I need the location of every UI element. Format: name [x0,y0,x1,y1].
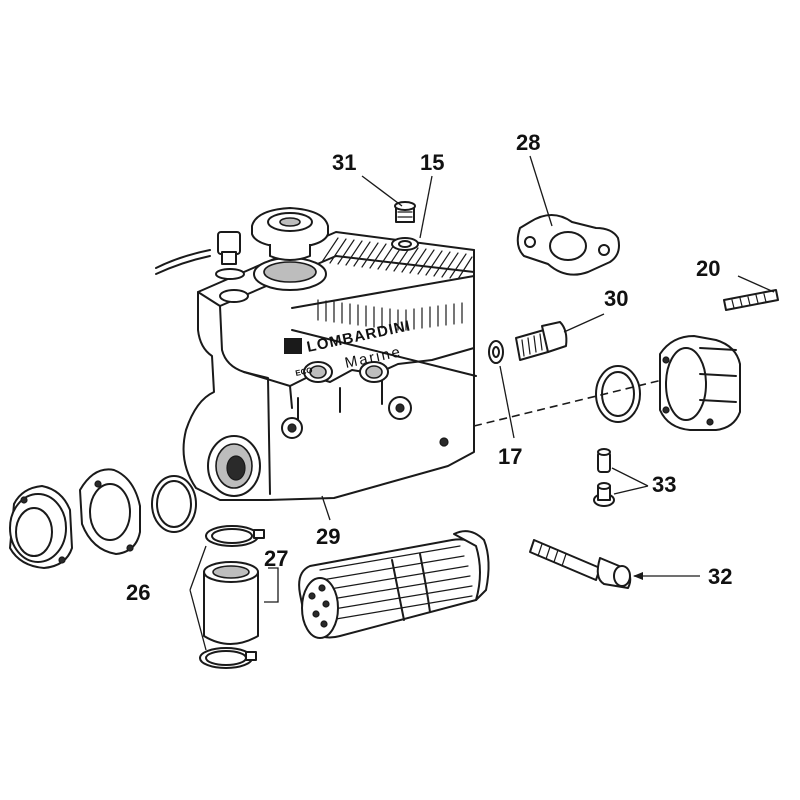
stud-20 [723,289,779,311]
alignment-line [473,379,663,427]
callout-27: 27 [264,546,288,571]
pin-33 [597,448,611,473]
top-bolt [215,231,245,280]
o-ring-right [595,365,641,423]
washer-17 [488,340,504,364]
hose-stub [155,249,211,269]
brand-prefix: ECO [295,366,314,378]
gasket-28 [516,214,620,276]
hose-sleeve-27 [203,561,259,645]
hose-clamp-bottom [199,647,257,669]
end-housing-right [659,335,741,431]
washer-15 [391,237,419,251]
callout-28: 28 [516,130,540,155]
callout-26: 26 [126,580,150,605]
brand-plate: LOMBARDINI ECO Marine [284,317,412,378]
callout-32: 32 [708,564,732,589]
callout-15: 15 [420,150,444,175]
gasket-left [79,468,141,555]
callout-29: 29 [316,524,340,549]
plug-31 [394,201,416,223]
o-ring-left [151,475,197,533]
end-cover-left [9,485,73,569]
brand-logo-icon [284,338,302,354]
callout-31: 31 [332,150,356,175]
callout-30: 30 [604,286,628,311]
screw-33 [593,482,615,507]
callout-33: 33 [652,472,676,497]
bolt-32 [529,539,632,589]
bolt-30 [515,321,568,361]
callout-20: 20 [696,256,720,281]
hose-clamp-top [205,525,265,547]
hose-stub-edge [155,255,211,275]
tube-bundle [298,530,490,639]
callout-17: 17 [498,444,522,469]
filler-cap [251,207,329,261]
